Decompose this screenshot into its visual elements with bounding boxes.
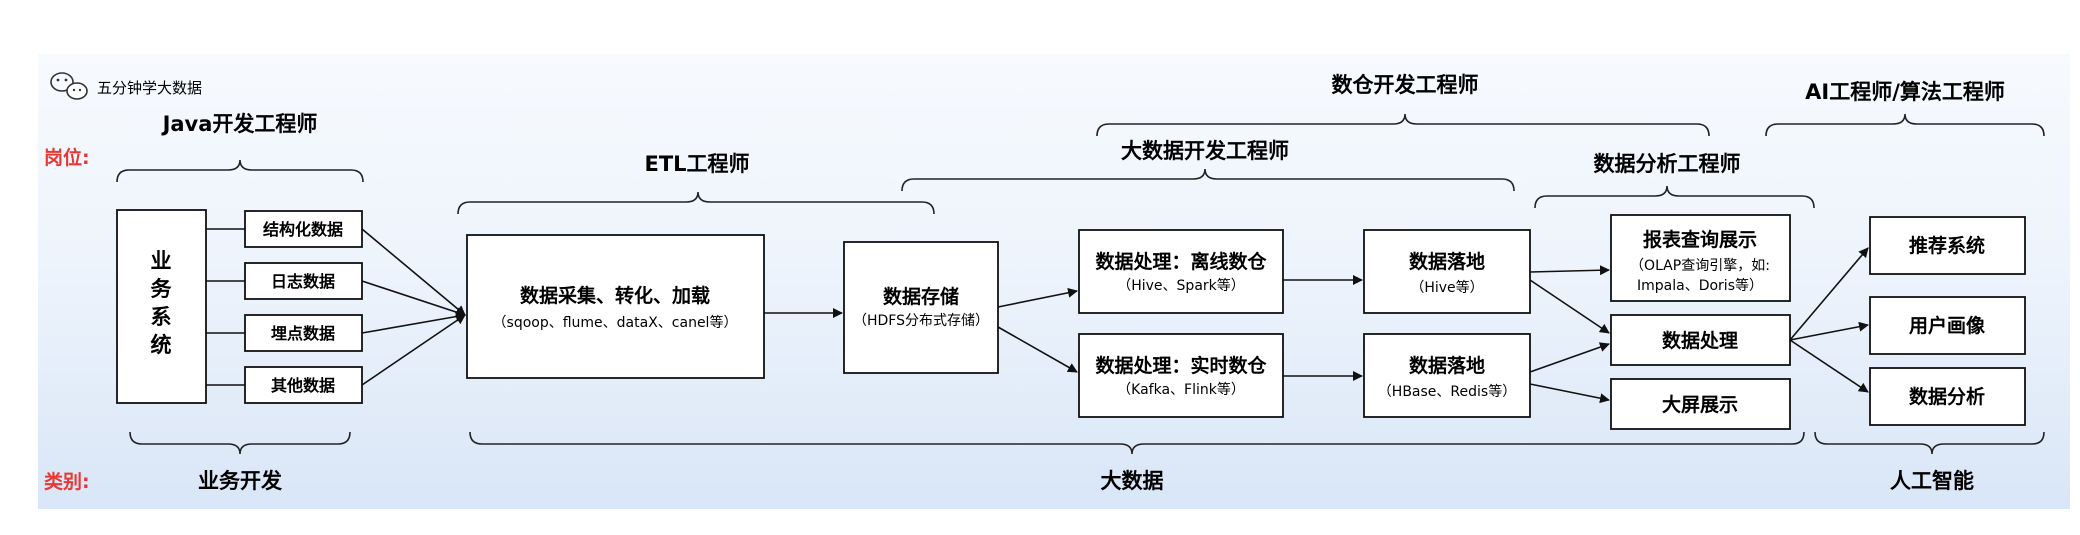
- node-ingest: 数据采集、转化、加载 （sqoop、flume、dataX、canel等）: [466, 234, 765, 379]
- category-bigdata: 大数据: [1101, 469, 1164, 493]
- brace-bigdata-dev: [901, 168, 1515, 192]
- report-subtitle-2: Impala、Doris等）: [1637, 277, 1763, 294]
- node-tracking-data: 埋点数据: [244, 314, 363, 352]
- watermark-text: 五分钟学大数据: [97, 79, 202, 97]
- node-landing-hbase: 数据落地 （HBase、Redis等）: [1363, 333, 1531, 418]
- brace-bigdata: [469, 431, 1805, 455]
- category-business: 业务开发: [198, 469, 283, 493]
- edge-structured-ingest: [361, 228, 466, 316]
- realtime-subtitle: （Kafka、Flink等）: [1117, 381, 1245, 398]
- offline-title: 数据处理：离线数仓: [1095, 250, 1267, 273]
- edge-logs-ingest: [361, 280, 466, 317]
- role-ai-engineer: AI工程师/算法工程师: [1805, 80, 2005, 104]
- node-log-data: 日志数据: [244, 262, 363, 300]
- edge-hive-report: [1529, 265, 1610, 276]
- report-title: 报表查询展示: [1643, 228, 1757, 251]
- edge-hbase-processing: [1529, 342, 1610, 373]
- business-system-char-4: 统: [151, 333, 172, 357]
- edge-other-ingest: [361, 314, 466, 386]
- edge-storage-offline: [997, 287, 1078, 308]
- business-system-char-3: 系: [151, 305, 172, 329]
- node-user-profile: 用户画像: [1869, 296, 2026, 355]
- offline-subtitle: （Hive、Spark等）: [1117, 277, 1245, 294]
- business-system-char-2: 务: [151, 277, 173, 301]
- role-etl: ETL工程师: [644, 152, 749, 176]
- node-structured-data: 结构化数据: [244, 210, 363, 248]
- edge-hbase-bigscreen: [1529, 383, 1610, 404]
- storage-title: 数据存储: [883, 285, 959, 308]
- brace-java: [116, 159, 364, 183]
- structured-data-label: 结构化数据: [262, 220, 343, 239]
- storage-subtitle: （HDFS分布式存储）: [853, 313, 989, 329]
- edge-processing-profile: [1789, 321, 1869, 341]
- data-analysis-label: 数据分析: [1909, 385, 1985, 408]
- node-report-query: 报表查询展示 （OLAP查询引擎，如: Impala、Doris等）: [1610, 214, 1791, 302]
- landing-hive-title: 数据落地: [1409, 250, 1485, 273]
- node-realtime-warehouse: 数据处理：实时数仓 （Kafka、Flink等）: [1078, 333, 1284, 418]
- node-business-system: 业 务 系 统: [116, 209, 207, 404]
- node-recommendation: 推荐系统: [1869, 216, 2026, 275]
- positions-row-label: 岗位:: [44, 146, 90, 169]
- wechat-icon: [50, 72, 88, 100]
- log-data-label: 日志数据: [271, 272, 335, 291]
- brace-data-warehouse: [1096, 113, 1710, 137]
- brace-data-analyst: [1534, 185, 1815, 209]
- node-data-analysis: 数据分析: [1869, 367, 2026, 426]
- brace-ai: [1814, 431, 2045, 455]
- processing-label: 数据处理: [1662, 329, 1738, 352]
- edge-storage-realtime: [997, 326, 1078, 373]
- category-ai: 人工智能: [1890, 469, 1974, 493]
- other-data-label: 其他数据: [271, 376, 335, 395]
- report-subtitle-1: （OLAP查询引擎，如:: [1630, 258, 1770, 274]
- ingest-subtitle: （sqoop、flume、dataX、canel等）: [493, 314, 738, 331]
- brace-ai-engineer: [1765, 113, 2045, 137]
- realtime-title: 数据处理：实时数仓: [1095, 354, 1267, 377]
- edge-hive-processing: [1529, 279, 1610, 334]
- tracking-data-label: 埋点数据: [271, 324, 335, 343]
- node-other-data: 其他数据: [244, 366, 363, 404]
- edge-tracking-ingest: [361, 311, 466, 334]
- node-data-processing: 数据处理: [1610, 314, 1791, 366]
- node-big-screen: 大屏展示: [1610, 378, 1791, 430]
- big-screen-label: 大屏展示: [1662, 393, 1738, 416]
- business-system-char-1: 业: [151, 249, 172, 273]
- node-landing-hive: 数据落地 （Hive等）: [1363, 229, 1531, 314]
- role-data-warehouse: 数仓开发工程师: [1332, 73, 1479, 97]
- edge-processing-analysis: [1789, 339, 1869, 393]
- categories-row-label: 类别:: [44, 470, 90, 493]
- recommendation-label: 推荐系统: [1909, 234, 1985, 257]
- node-offline-warehouse: 数据处理：离线数仓 （Hive、Spark等）: [1078, 229, 1284, 314]
- landing-hbase-subtitle: （HBase、Redis等）: [1378, 383, 1516, 400]
- ingest-title: 数据采集、转化、加载: [520, 284, 710, 307]
- node-storage: 数据存储 （HDFS分布式存储）: [843, 241, 999, 374]
- user-profile-label: 用户画像: [1909, 314, 1986, 337]
- brace-business: [129, 431, 351, 455]
- role-bigdata-dev: 大数据开发工程师: [1121, 139, 1289, 163]
- landing-hbase-title: 数据落地: [1409, 354, 1485, 377]
- role-java: Java开发工程师: [161, 112, 318, 136]
- connectors: [206, 228, 1869, 404]
- edge-processing-recommend: [1789, 247, 1869, 341]
- brace-etl: [457, 191, 935, 215]
- role-data-analyst: 数据分析工程师: [1594, 152, 1741, 176]
- landing-hive-subtitle: （Hive等）: [1410, 279, 1483, 296]
